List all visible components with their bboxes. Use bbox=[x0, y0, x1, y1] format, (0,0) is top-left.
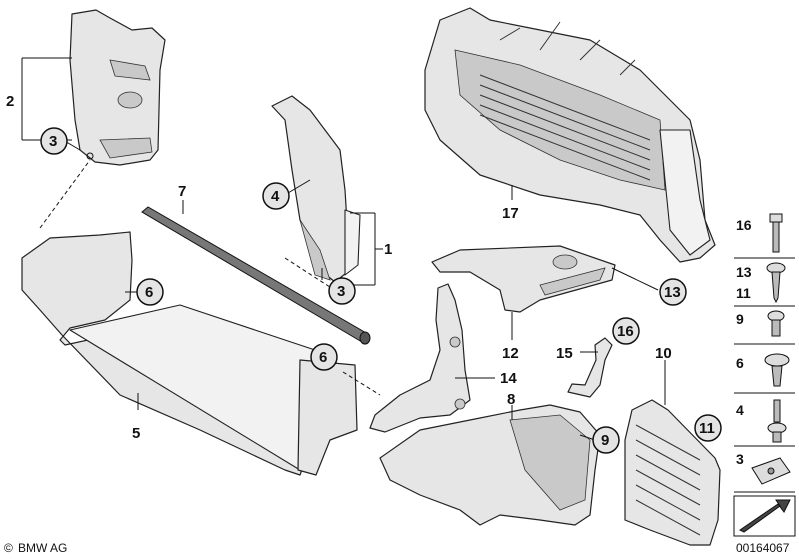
callout-circle-9 bbox=[592, 426, 620, 454]
callout-circle-4 bbox=[262, 182, 290, 210]
callout-circle-13 bbox=[659, 278, 687, 306]
callout-10: 10 bbox=[655, 345, 672, 362]
copyright-symbol: © bbox=[4, 541, 13, 555]
callout-6-left: 6 bbox=[145, 284, 153, 301]
legend-16: 16 bbox=[736, 217, 752, 233]
callout-16: 16 bbox=[617, 323, 634, 340]
legend-9: 9 bbox=[736, 311, 744, 327]
callout-15: 15 bbox=[556, 345, 573, 362]
legend-6: 6 bbox=[736, 355, 744, 371]
callout-1: 1 bbox=[384, 241, 392, 258]
footer-code: 00164067 bbox=[736, 541, 790, 555]
part-bracket-plate bbox=[431, 245, 616, 313]
bolt-16-icon bbox=[769, 213, 783, 253]
callout-9: 9 bbox=[601, 432, 609, 449]
callout-17: 17 bbox=[502, 205, 519, 222]
callout-circle-3a bbox=[40, 127, 68, 155]
part-seal-strip bbox=[141, 206, 371, 345]
fastener-legend: 16 13 11 9 6 4 3 bbox=[733, 213, 796, 537]
callout-7: 7 bbox=[178, 183, 186, 200]
callout-circle-6a bbox=[136, 278, 164, 306]
callout-2: 2 bbox=[6, 93, 14, 110]
part-louver-grille bbox=[624, 399, 721, 546]
leader-lines bbox=[21, 57, 666, 441]
callout-4: 4 bbox=[271, 188, 280, 205]
legend-13: 13 bbox=[736, 264, 752, 280]
callout-13: 13 bbox=[664, 284, 681, 301]
footer-brand: BMW AG bbox=[18, 541, 67, 555]
screw-9-icon bbox=[767, 310, 785, 337]
callout-3-middle: 3 bbox=[337, 283, 345, 300]
part-radiator-frame bbox=[424, 7, 716, 263]
part-support-bracket bbox=[369, 283, 471, 433]
callout-12: 12 bbox=[502, 345, 519, 362]
callout-3-upper: 3 bbox=[49, 133, 57, 150]
callout-circle-6b bbox=[310, 343, 338, 371]
clip-6-icon bbox=[764, 353, 790, 387]
callout-circle-3b bbox=[328, 277, 356, 305]
legend-4: 4 bbox=[736, 402, 744, 418]
screw-13-icon bbox=[766, 262, 786, 304]
part-small-bracket bbox=[567, 337, 613, 398]
part-air-duct-upper-left bbox=[69, 9, 166, 166]
callout-5: 5 bbox=[132, 425, 140, 442]
direction-arrow-icon bbox=[733, 495, 796, 537]
callout-11: 11 bbox=[699, 420, 715, 437]
part-lower-air-guide bbox=[379, 404, 601, 526]
callout-circle-11 bbox=[694, 414, 722, 442]
callout-8: 8 bbox=[507, 391, 515, 408]
nut-3-icon bbox=[751, 457, 791, 485]
rivet-4-icon bbox=[767, 399, 787, 443]
callout-14: 14 bbox=[500, 370, 517, 387]
legend-11: 11 bbox=[736, 285, 751, 301]
callout-circle-16 bbox=[612, 317, 640, 345]
legend-3: 3 bbox=[736, 451, 744, 467]
part-air-deflector-lower-left bbox=[21, 231, 358, 476]
callout-6-right: 6 bbox=[319, 349, 327, 366]
